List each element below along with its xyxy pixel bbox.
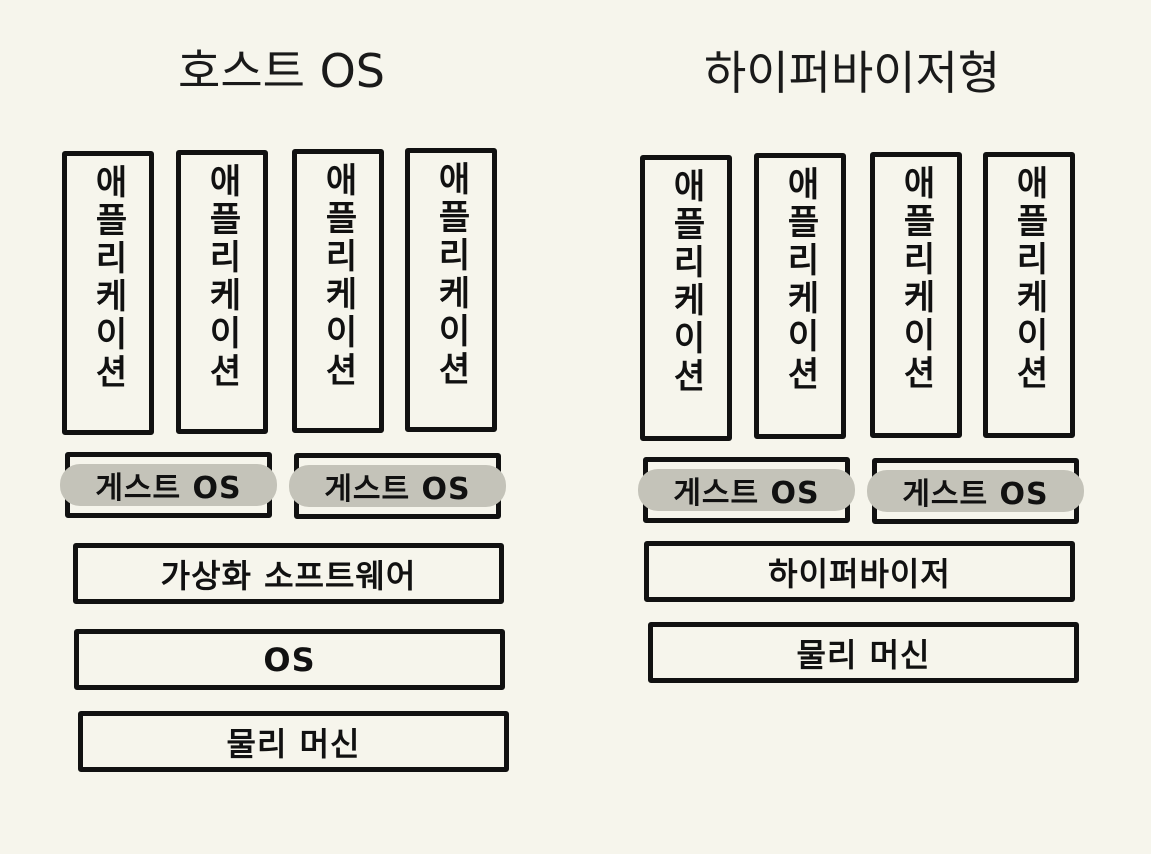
hypervisor-app-label-2: 애플리케이션 [780, 166, 820, 394]
hypervisor-title: 하이퍼바이저형 [704, 46, 1001, 100]
hypervisor-app-box-1: 애플리케이션 [640, 155, 732, 441]
host-virtualization-software-layer: 가상화 소프트웨어 [73, 543, 504, 604]
host-app-box-2: 애플리케이션 [176, 150, 268, 434]
hypervisor-app-label-3: 애플리케이션 [896, 165, 936, 393]
host-app-box-3: 애플리케이션 [292, 149, 384, 433]
hypervisor-layer: 하이퍼바이저 [644, 541, 1075, 602]
hypervisor-physical-machine-layer: 물리 머신 [648, 622, 1079, 683]
host-app-label-4: 애플리케이션 [431, 161, 471, 389]
hypervisor-guest-os-2-fill [867, 470, 1084, 512]
hypervisor-physical-machine-label: 물리 머신 [796, 635, 931, 674]
host-app-label-1: 애플리케이션 [88, 164, 128, 392]
hypervisor-app-box-3: 애플리케이션 [870, 152, 962, 438]
hypervisor-app-box-4: 애플리케이션 [983, 152, 1075, 438]
host-guest-os-1: 게스트 OS [60, 452, 277, 518]
hypervisor-layer-label: 하이퍼바이저 [768, 554, 951, 593]
host-guest-os-2-label: 게스트 OS [324, 472, 471, 507]
host-physical-machine-label: 물리 머신 [226, 724, 361, 763]
hypervisor-app-box-2: 애플리케이션 [754, 153, 846, 439]
hypervisor-guest-os-1-label: 게스트 OS [673, 476, 820, 511]
host-physical-machine-layer: 물리 머신 [78, 711, 509, 772]
hypervisor-app-label-1: 애플리케이션 [666, 168, 706, 396]
hypervisor-app-label-4: 애플리케이션 [1009, 165, 1049, 393]
hypervisor-guest-os-1: 게스트 OS [638, 457, 855, 523]
host-guest-os-2-fill [289, 465, 506, 507]
hypervisor-guest-os-1-fill [638, 469, 855, 511]
host-app-label-3: 애플리케이션 [318, 162, 358, 390]
hypervisor-guest-os-2: 게스트 OS [867, 458, 1084, 524]
host-guest-os-1-label: 게스트 OS [95, 471, 242, 506]
host-app-box-4: 애플리케이션 [405, 148, 497, 432]
host-app-label-2: 애플리케이션 [202, 163, 242, 391]
host-guest-os-2: 게스트 OS [289, 453, 506, 519]
host-virtualization-software-label: 가상화 소프트웨어 [160, 556, 417, 595]
host-app-box-1: 애플리케이션 [62, 151, 154, 435]
host-os-title: 호스트 OS [178, 44, 385, 98]
host-guest-os-1-fill [60, 464, 277, 506]
host-os-layer: OS [74, 629, 505, 690]
host-os-label: OS [263, 640, 316, 679]
hypervisor-guest-os-2-label: 게스트 OS [902, 477, 1049, 512]
